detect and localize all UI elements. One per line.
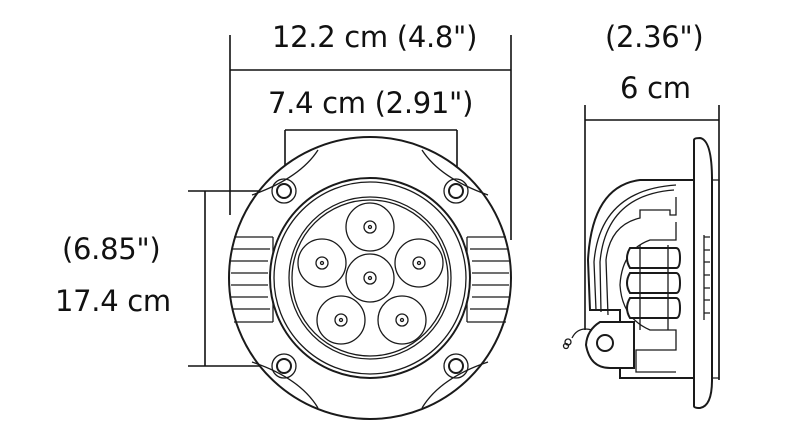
- width-dimension-line: [229, 35, 512, 240]
- led: [377, 295, 427, 345]
- led: [316, 295, 366, 345]
- front-view: [228, 136, 512, 420]
- led: [345, 253, 395, 303]
- led: [394, 238, 444, 288]
- depth-label-cm: 6 cm: [620, 71, 691, 105]
- width-label: 12.2 cm (4.8"): [272, 20, 478, 54]
- led: [297, 238, 347, 288]
- height-label-cm: 17.4 cm: [55, 284, 171, 318]
- led: [345, 202, 395, 252]
- hole-spacing-label: 7.4 cm (2.91"): [268, 86, 474, 120]
- led-array: [297, 202, 444, 345]
- side-view: [562, 136, 720, 410]
- height-label-inches: (6.85"): [62, 232, 161, 266]
- mounting-holes: [271, 178, 469, 379]
- depth-label-inches: (2.36"): [605, 20, 704, 54]
- wire: [571, 328, 593, 339]
